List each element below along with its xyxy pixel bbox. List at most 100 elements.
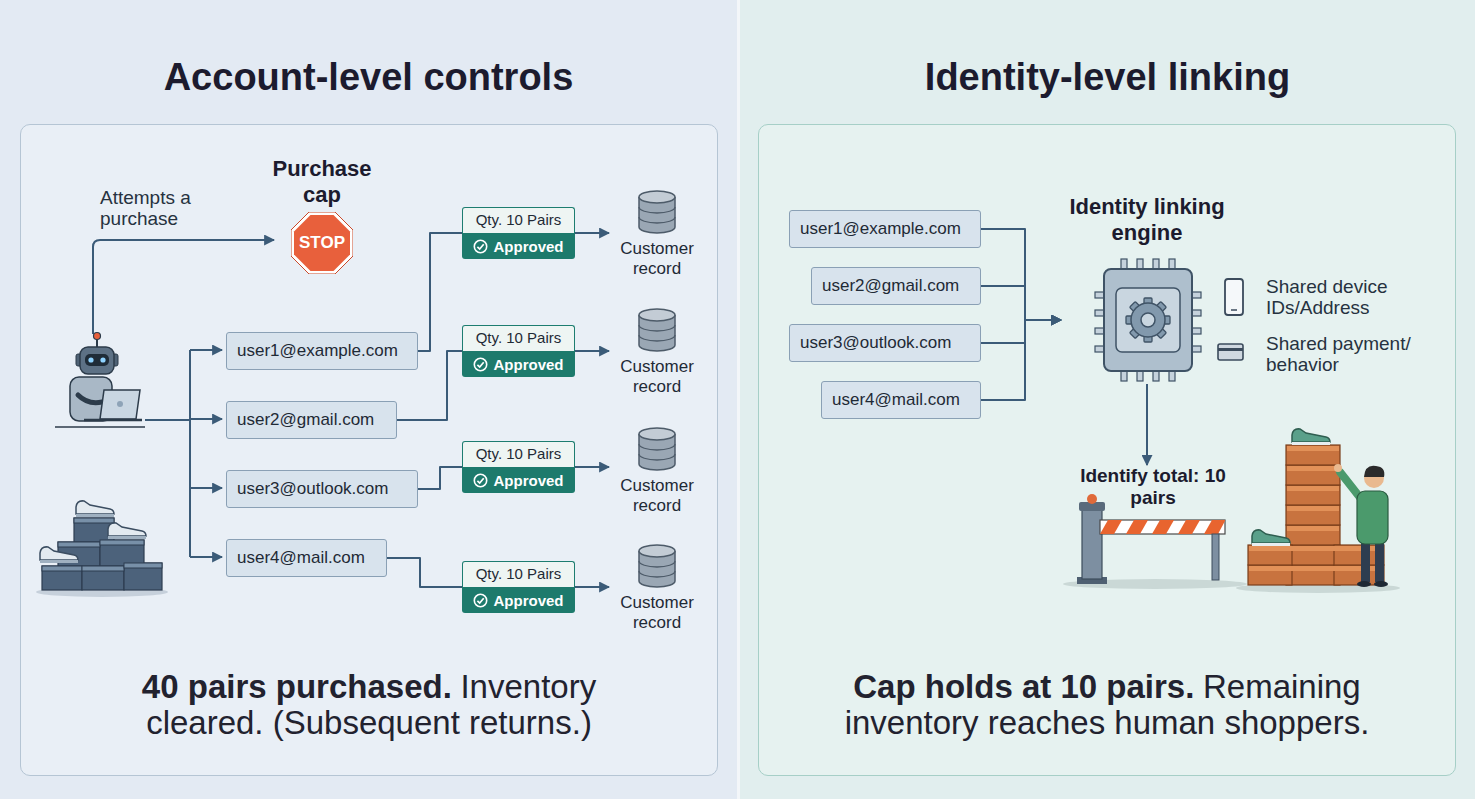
stacked-boxes-part-part	[1334, 565, 1384, 585]
approved-badge: Qty. 10 PairsApproved	[462, 325, 575, 377]
check-mark	[478, 362, 484, 367]
bot-illustration-part	[55, 426, 145, 428]
barrier-part	[1087, 494, 1097, 504]
stacked-boxes-part-part	[1286, 525, 1340, 545]
shoe-pile-part-part	[108, 523, 146, 536]
connector-line	[397, 351, 462, 420]
shoe-pile-part	[40, 547, 78, 563]
account-email-box: user3@outlook.com	[226, 470, 418, 508]
stacked-boxes-part-part	[1287, 466, 1339, 471]
caption-lead: 40 pairs purchased.	[142, 668, 452, 705]
branch-lines	[145, 350, 222, 557]
branch-lines-part	[190, 349, 222, 351]
connector-line	[981, 320, 1061, 400]
stacked-boxes-part-part	[1248, 565, 1292, 585]
check-icon	[473, 239, 488, 254]
shoe-pile-part-part	[124, 563, 162, 590]
cylinder-band	[639, 561, 675, 567]
record-label: Customer record	[609, 357, 705, 397]
bot-illustration-part	[112, 354, 118, 366]
barrier-part	[1077, 577, 1107, 584]
shopper-figure	[1334, 464, 1388, 587]
gear-hub	[1141, 313, 1155, 327]
account-email-box: user2@gmail.com	[811, 267, 981, 305]
shoe-pile-part	[36, 587, 168, 597]
quantity-text: Qty. 10 Pairs	[462, 207, 575, 233]
stop-sign-text: STOP	[291, 212, 353, 274]
email-address: user2@gmail.com	[822, 268, 970, 303]
device-icon-part	[1231, 309, 1237, 311]
email-address: user4@mail.com	[832, 382, 970, 417]
panel-band: user1@example.com user2@gmail.com user3@ou…	[740, 0, 1475, 799]
check-ring	[475, 474, 487, 486]
stacked-boxes-part	[1236, 583, 1400, 593]
stacked-boxes-part-part	[1334, 545, 1384, 565]
stacked-boxes-part-part	[1287, 526, 1339, 531]
quantity-text: Qty. 10 Pairs	[462, 441, 575, 467]
connector-line	[575, 586, 609, 588]
stacked-boxes-part-part	[1287, 486, 1339, 491]
shoe-pile-part	[42, 518, 162, 571]
cylinder-band	[639, 335, 675, 341]
approval-status: Approved	[493, 472, 563, 489]
check-ring	[475, 594, 487, 606]
shoe-pile-part-part	[100, 540, 144, 545]
stacked-boxes-part-part	[1252, 530, 1290, 543]
shoe-pile-part-part	[76, 514, 114, 517]
chip-core	[1116, 288, 1180, 352]
check-icon	[473, 473, 488, 488]
customer-record-db: Customer record	[609, 307, 705, 397]
shoe-pile-part-part	[58, 542, 100, 566]
bot-illustration-part	[100, 390, 140, 419]
customer-record-db: Customer record	[609, 189, 705, 279]
barrier-part-part	[1126, 520, 1148, 534]
cylinder-band	[639, 571, 675, 577]
check-icon	[473, 593, 488, 608]
stacked-boxes-part-part	[1292, 429, 1330, 442]
stacked-boxes-part-part	[1286, 565, 1340, 585]
database-cylinder	[638, 190, 676, 236]
email-address: user3@outlook.com	[800, 325, 970, 360]
connector-line	[1146, 384, 1148, 465]
chip-body	[1104, 269, 1192, 371]
bot-illustration-part	[94, 333, 101, 340]
database-cylinder	[638, 544, 676, 590]
connector-line	[575, 232, 609, 234]
shoe-pile-part-part	[40, 547, 78, 560]
approved-badge: Qty. 10 PairsApproved	[462, 561, 575, 613]
barrier-part	[1212, 534, 1219, 580]
engine-heading: Identity linking engine	[1061, 194, 1233, 246]
email-address: user1@example.com	[800, 211, 970, 246]
bot-illustration-part	[78, 395, 102, 403]
shoe-pile-part-part	[42, 566, 82, 590]
shoe-pile-part-part	[82, 566, 124, 571]
cylinder-band	[639, 217, 675, 223]
shoe-pile-part-part	[76, 501, 114, 514]
check-mark	[478, 478, 484, 483]
check-mark	[478, 598, 484, 603]
cylinder-band	[639, 444, 675, 450]
shopper-figure-part	[1364, 468, 1384, 488]
panel-caption: 40 pairs purchased.Inventory cleared. (S…	[89, 669, 649, 741]
panel-band: Purchase capSTOPuser1@example.comuser2@g…	[0, 0, 737, 799]
stacked-boxes-part-part	[1286, 465, 1340, 485]
connector-line	[387, 558, 462, 587]
shoe-pile-part-part	[40, 560, 78, 563]
barrier-part	[1082, 508, 1102, 579]
check-ring	[475, 240, 487, 252]
approval-status: Approved	[493, 238, 563, 255]
record-label: Customer record	[609, 593, 705, 633]
branch-lines-part	[145, 419, 190, 421]
shopper-figure-part	[1374, 581, 1388, 587]
stacked-boxes-part-part	[1292, 442, 1330, 445]
connector-line	[981, 229, 1061, 320]
record-label: Customer record	[609, 476, 705, 516]
stacked-boxes-part-part	[1287, 446, 1339, 451]
barrier-part	[1100, 520, 1225, 534]
barrier-part-part	[1204, 520, 1225, 534]
shopper-figure-part	[1375, 540, 1384, 582]
bot-illustration	[55, 333, 145, 428]
approved-strip: Approved	[462, 233, 575, 259]
cylinder-band	[639, 207, 675, 213]
